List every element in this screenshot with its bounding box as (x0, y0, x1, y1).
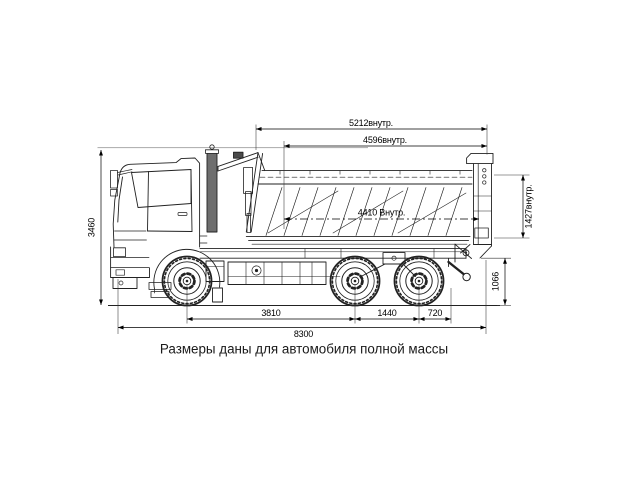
dim-label-body-top-length: 5212внутр. (349, 118, 393, 128)
canopy-top (217, 152, 259, 167)
door-rear-edge (190, 169, 193, 232)
front-fender-arch (153, 248, 221, 290)
dim-label-rear-frame-height: 1066 (491, 272, 501, 291)
tow-hook-arm (447, 260, 465, 276)
dim-label-overall-height: 3460 (87, 218, 97, 237)
dim-label-wheelbase: 3810 (261, 308, 280, 318)
body-brace-lines (267, 190, 467, 234)
dimension-labels: 5212внутр. 4596внутр. 4410 Внутр. 3460 1… (87, 118, 534, 357)
fuel-tank (227, 261, 327, 285)
hoist-cylinder-stage1 (243, 167, 254, 194)
tow-hook-eye (462, 272, 471, 282)
hoist-cylinder-stage3 (246, 213, 251, 233)
dim-label-bogie-spacing: 1440 (377, 308, 396, 318)
fuel-filler-cap (251, 265, 262, 276)
windshield-edge (117, 176, 123, 223)
bogie-spring-pack (382, 252, 406, 265)
dump-body (217, 151, 473, 245)
cab (110, 144, 221, 298)
dim-label-body-inner-floor-length: 4410 Внутр. (358, 207, 405, 217)
door-handle (177, 212, 188, 216)
wheels (161, 255, 445, 307)
air-intake-stack (206, 152, 218, 233)
cab-step-upper (148, 282, 172, 290)
tailgate-hinge-pivot (462, 249, 470, 257)
drawing-caption: Размеры даны для автомобиля полной массы (160, 342, 448, 357)
side-window (131, 169, 192, 208)
tailgate-top-cap (466, 152, 494, 165)
cab-outline (112, 157, 201, 248)
lower-mirror (110, 189, 118, 197)
battery-box (205, 260, 225, 282)
tailgate-latch (474, 227, 489, 239)
front-mudflap (212, 287, 223, 303)
side-mirror (110, 170, 118, 189)
headlight (113, 247, 126, 258)
bumper-spoiler (112, 277, 138, 289)
tailgate-pin-2 (482, 174, 487, 179)
tailgate-pin-1 (482, 168, 487, 173)
body-rib-hatching (265, 187, 463, 236)
tailgate-pin-3 (482, 180, 487, 185)
fog-lamp (115, 269, 125, 276)
hoist-cylinder-stage2 (245, 191, 252, 216)
front-bumper (110, 246, 150, 278)
cylinder-mount (233, 151, 244, 159)
truck (110, 144, 494, 307)
dimension-lines (99, 124, 530, 334)
dim-label-rear-overhang: 720 (428, 308, 443, 318)
dim-label-body-inner-height: 1427внутр. (524, 185, 534, 229)
door-front-edge (147, 171, 149, 232)
chassis-frame (199, 243, 472, 303)
dim-label-overall-length: 8300 (294, 329, 313, 339)
tailgate (460, 152, 494, 259)
dim-label-body-inner-top-length: 4596внутр. (363, 135, 407, 145)
body-front-wall (245, 152, 259, 233)
